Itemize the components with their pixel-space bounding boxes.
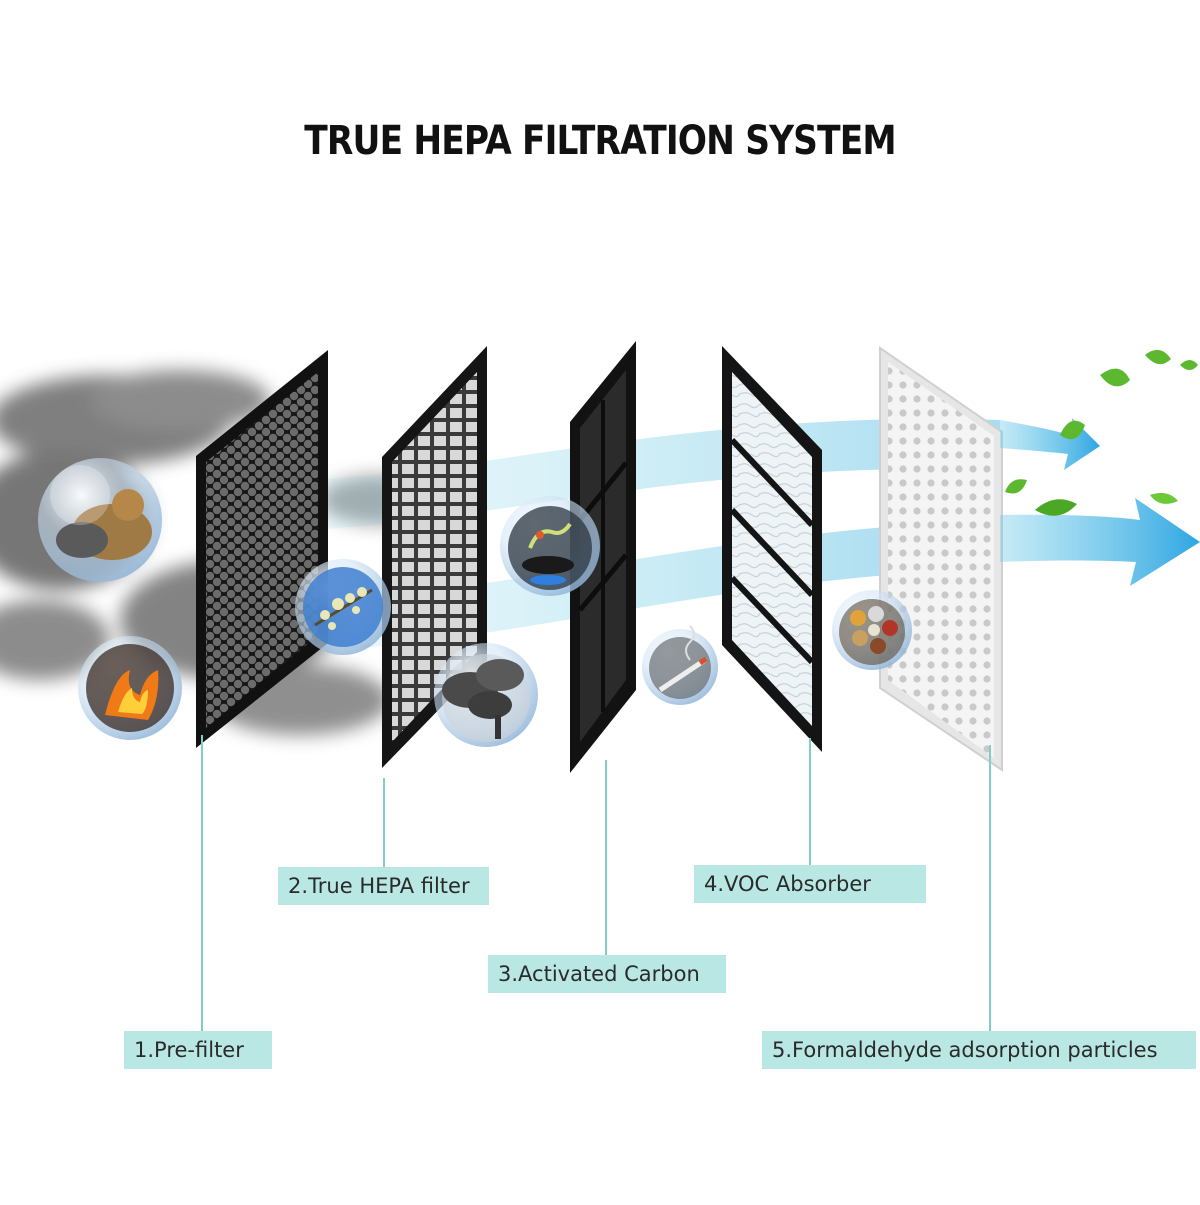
diagram-title: TRUE HEPA FILTRATION SYSTEM bbox=[304, 118, 896, 164]
pre-filter-panel bbox=[196, 350, 328, 748]
paint-icon bbox=[832, 590, 912, 670]
factory-smoke-icon bbox=[434, 643, 538, 747]
label-voc-absorber: 4.VOC Absorber bbox=[694, 865, 926, 903]
label-pre-filter: 1.Pre-filter bbox=[124, 1031, 272, 1069]
label-true-hepa-filter: 2.True HEPA filter bbox=[278, 867, 489, 905]
fire-icon bbox=[78, 636, 182, 740]
voc-absorber-panel bbox=[722, 346, 822, 752]
cooking-icon bbox=[500, 496, 600, 596]
activated-carbon-panel bbox=[570, 341, 636, 773]
formaldehyde-panel bbox=[879, 346, 1003, 772]
pollen-icon bbox=[295, 559, 391, 655]
pets-icon bbox=[38, 458, 162, 582]
leaf-icon bbox=[1005, 349, 1198, 516]
cigarette-smoke-icon bbox=[642, 625, 718, 705]
label-formaldehyde-adsorption: 5.Formaldehyde adsorption particles bbox=[762, 1031, 1196, 1069]
label-activated-carbon: 3.Activated Carbon bbox=[488, 955, 726, 993]
